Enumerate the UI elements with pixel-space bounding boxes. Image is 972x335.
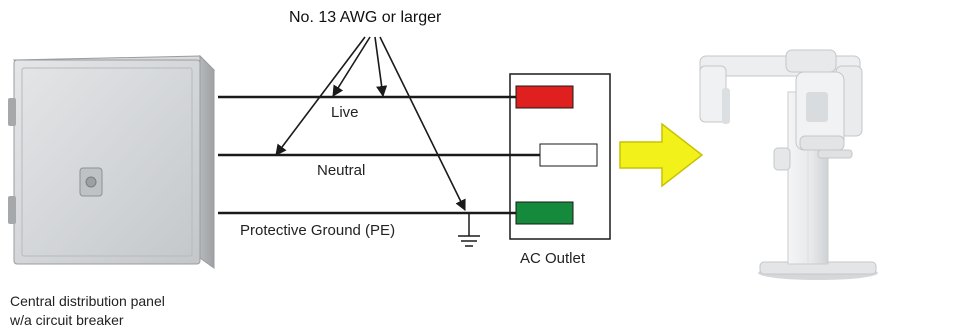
electrical-cabinet-icon xyxy=(8,56,214,268)
ground-terminal xyxy=(516,202,573,224)
live-label: Live xyxy=(331,104,359,121)
panel-caption-line2: w/a circuit breaker xyxy=(10,312,124,328)
ground-symbol-icon xyxy=(458,213,480,246)
protective-ground-label: Protective Ground (PE) xyxy=(240,222,395,239)
wire-spec-pointers xyxy=(276,37,465,210)
neutral-label: Neutral xyxy=(317,162,365,179)
ac-outlet-label: AC Outlet xyxy=(520,250,585,267)
dental-xray-unit-icon xyxy=(700,50,878,280)
neutral-terminal xyxy=(540,144,597,166)
live-terminal xyxy=(516,86,573,108)
panel-caption-line1: Central distribution panel xyxy=(10,293,165,309)
right-arrow-icon xyxy=(620,124,702,186)
wire-spec-label: No. 13 AWG or larger xyxy=(289,9,441,27)
ac-outlet xyxy=(510,74,610,239)
